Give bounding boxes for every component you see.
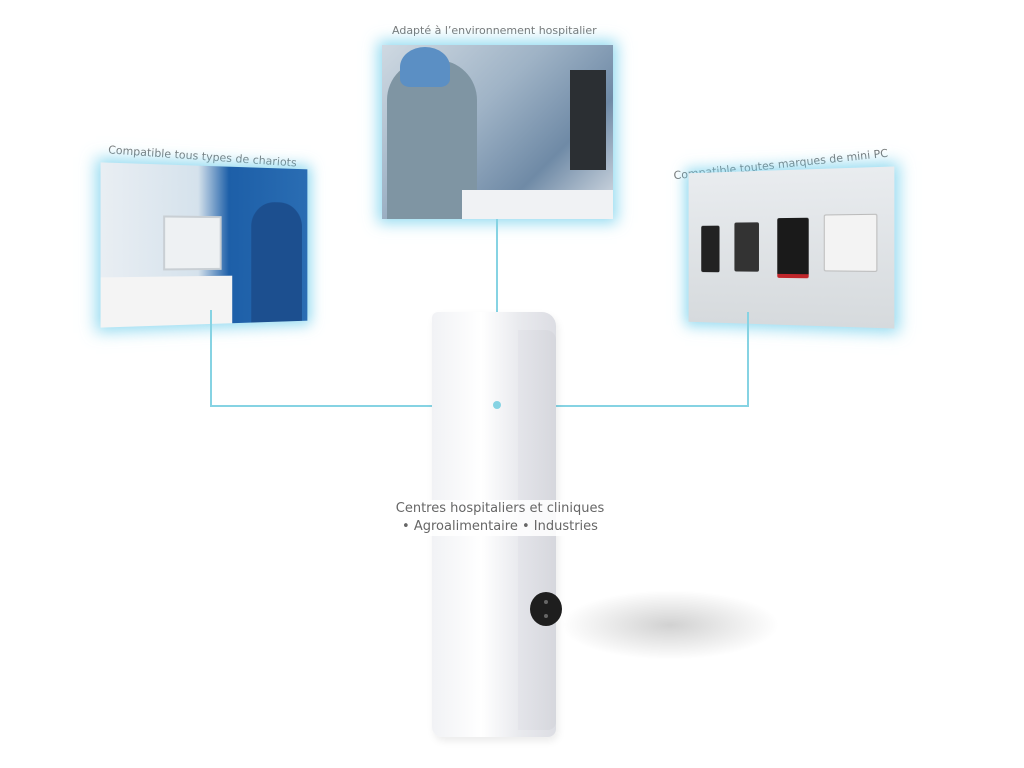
cart-monitor [163, 215, 222, 271]
device-shadow [560, 590, 780, 660]
mini-pc-3 [777, 217, 809, 279]
nurse-figure [251, 201, 302, 323]
connector-junction [493, 401, 501, 409]
connector-left [210, 310, 212, 406]
mini-pc-4 [823, 213, 878, 272]
cart-photo [100, 162, 308, 328]
device-knob [530, 592, 562, 626]
surgeon-photo [382, 45, 613, 219]
mini-pc-2 [734, 222, 759, 272]
monitor [570, 70, 606, 170]
mini-pc-photo [688, 166, 895, 329]
bed [100, 275, 233, 328]
caption-line-1: Centres hospitaliers et cliniques [395, 501, 605, 516]
caption: Centres hospitaliers et cliniques • Agro… [360, 500, 640, 536]
mini-pc-1 [701, 225, 720, 273]
surgeon-cap [400, 47, 450, 87]
label-hospital-environment: Adapté à l’environnement hospitalier [392, 24, 597, 37]
connector-right [747, 312, 749, 406]
caption-line-2: • Agroalimentaire • Industries [402, 519, 598, 534]
desk [462, 190, 613, 219]
